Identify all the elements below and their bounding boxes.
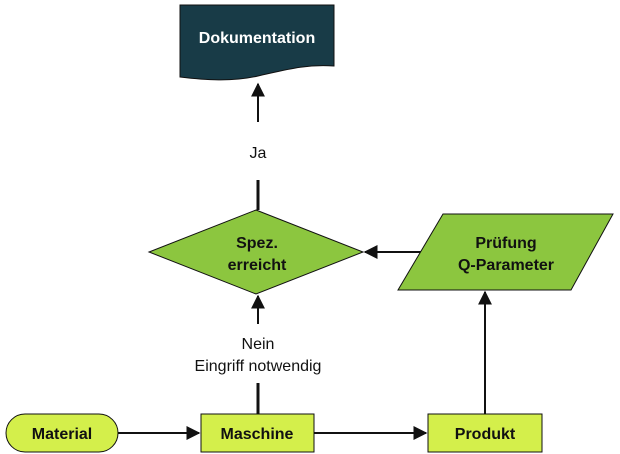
node-maschine[interactable]: Maschine: [200, 413, 315, 453]
decision-shape: [147, 209, 365, 295]
io-shape: [397, 213, 614, 291]
edge-label-nein-line1: Nein: [242, 336, 275, 353]
edges: [118, 82, 492, 440]
edge-label-nein-line2: Eingriff notwendig: [195, 358, 322, 375]
process-shape: [427, 413, 543, 453]
spez-label-line2: erreicht: [228, 257, 287, 274]
pruefung-label-line2: Q-Parameter: [458, 257, 554, 274]
node-pruefung-q-parameter[interactable]: Prüfung Q-Parameter: [397, 213, 614, 291]
dokumentation-label: Dokumentation: [199, 30, 315, 47]
process-shape: [200, 413, 315, 453]
spez-label-line1: Spez.: [236, 235, 278, 252]
node-spez-erreicht[interactable]: Spez. erreicht: [147, 209, 365, 295]
node-produkt[interactable]: Produkt: [427, 413, 543, 453]
node-material[interactable]: Material: [5, 413, 119, 453]
terminator-shape: [5, 413, 119, 453]
material-label: Material: [32, 426, 92, 443]
maschine-label: Maschine: [221, 426, 294, 443]
node-dokumentation[interactable]: Dokumentation: [179, 4, 335, 81]
edge-label-ja: Ja: [250, 145, 267, 162]
produkt-label: Produkt: [455, 426, 516, 443]
document-shape: [179, 4, 335, 81]
pruefung-label-line1: Prüfung: [475, 235, 536, 252]
